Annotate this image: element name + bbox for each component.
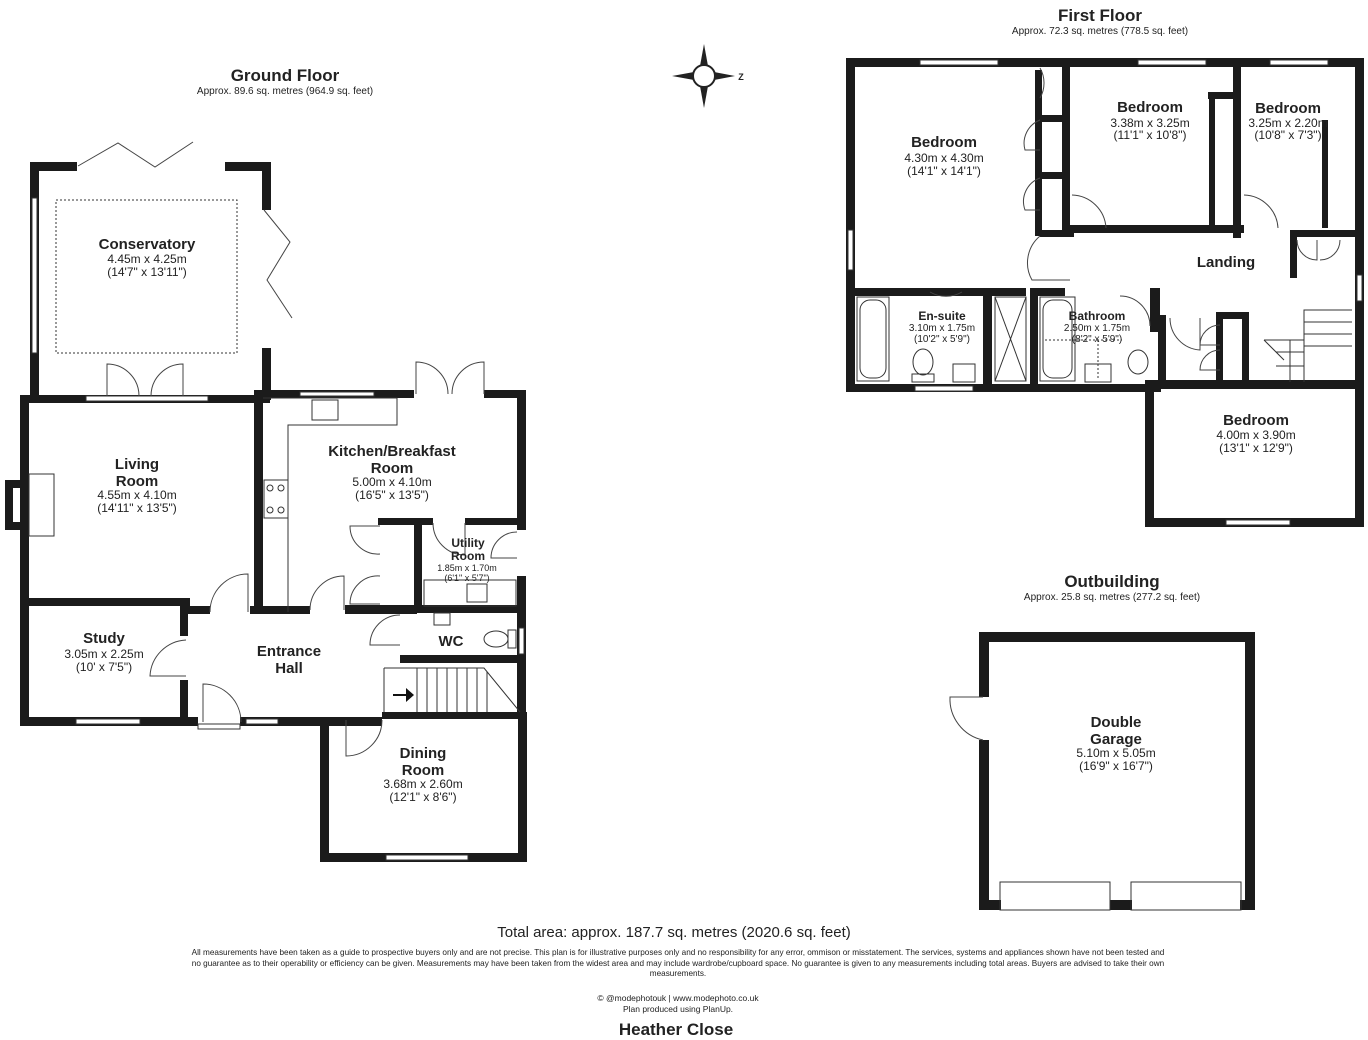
room-name: Double Garage bbox=[1090, 714, 1142, 748]
room-size-metric: 4.30m x 4.30m bbox=[904, 151, 984, 165]
room-size-metric: 5.00m x 4.10m bbox=[352, 475, 432, 489]
room-size-imperial: (16'5" x 13'5") bbox=[355, 488, 429, 502]
room-name: Conservatory bbox=[98, 236, 196, 253]
room-size-imperial: (10'2" x 5'9") bbox=[914, 334, 970, 345]
room-landing: Landing bbox=[1196, 254, 1256, 271]
first-floor-details bbox=[856, 67, 1352, 383]
credit-line: © @modephotouk | www.modephoto.co.uk bbox=[597, 993, 759, 1003]
first-floor-walls bbox=[846, 58, 1364, 527]
total-area: Total area: approx. 187.7 sq. metres (20… bbox=[497, 924, 851, 941]
room-size-imperial: (6'1" x 5'7") bbox=[444, 573, 490, 583]
first-floor-title: First Floor bbox=[1057, 6, 1143, 25]
room-size-metric: 3.05m x 2.25m bbox=[64, 647, 144, 661]
outbuilding-area: Approx. 25.8 sq. metres (277.2 sq. feet) bbox=[1023, 592, 1201, 603]
room-name: Kitchen/Breakfast Room bbox=[328, 443, 456, 477]
room-size-imperial: (12'1" x 8'6") bbox=[389, 790, 457, 804]
room-size-metric: 3.38m x 3.25m bbox=[1110, 116, 1190, 130]
room-size-imperial: (8'2" x 5'9") bbox=[1071, 334, 1123, 345]
room-size-metric: 4.00m x 3.90m bbox=[1216, 428, 1296, 442]
room-size-metric: 2.50m x 1.75m bbox=[1063, 323, 1131, 334]
room-size-imperial: (16'9" x 16'7") bbox=[1079, 759, 1153, 773]
room-name: Utility Room bbox=[451, 536, 485, 563]
room-size-metric: 3.10m x 1.75m bbox=[908, 323, 976, 334]
property-name: Heather Close bbox=[618, 1020, 734, 1039]
room-size-metric: 3.25m x 2.20m bbox=[1248, 116, 1328, 130]
room-size-imperial: (14'7" x 13'11") bbox=[107, 265, 187, 279]
ground-floor-area: Approx. 89.6 sq. metres (964.9 sq. feet) bbox=[196, 86, 374, 97]
disclaimer: All measurements have been taken as a gu… bbox=[191, 948, 1165, 978]
room-size-imperial: (14'1" x 14'1") bbox=[907, 164, 981, 178]
room-name: En-suite bbox=[918, 309, 966, 323]
compass-label: Z bbox=[738, 72, 744, 82]
room-name: Dining Room bbox=[399, 745, 447, 779]
room-size-imperial: (11'1" x 10'8") bbox=[1113, 128, 1187, 142]
room-size-metric: 4.55m x 4.10m bbox=[97, 488, 177, 502]
room-name: Bedroom bbox=[911, 134, 977, 151]
room-name: Living Room bbox=[114, 456, 160, 490]
compass-rose bbox=[672, 44, 735, 108]
room-name: Bedroom bbox=[1255, 100, 1321, 117]
room-size-imperial: (14'11" x 13'5") bbox=[97, 501, 177, 515]
room-size-imperial: (13'1" x 12'9") bbox=[1219, 441, 1293, 455]
ground-floor-title: Ground Floor bbox=[230, 66, 340, 85]
room-size-metric: 3.68m x 2.60m bbox=[383, 777, 463, 791]
room-name: Bathroom bbox=[1068, 309, 1126, 323]
room-size-imperial: (10' x 7'5") bbox=[75, 660, 133, 674]
outbuilding-walls bbox=[949, 632, 1255, 911]
room-entrance-hall: Entrance Hall bbox=[256, 643, 322, 677]
outbuilding-title: Outbuilding bbox=[1064, 572, 1160, 591]
room-name: Bedroom bbox=[1117, 99, 1183, 116]
ground-floor-walls bbox=[5, 162, 527, 862]
room-size-metric: 1.85m x 1.70m bbox=[437, 563, 497, 573]
first-floor-area: Approx. 72.3 sq. metres (778.5 sq. feet) bbox=[1011, 26, 1189, 37]
room-name: Bedroom bbox=[1223, 412, 1289, 429]
room-size-metric: 4.45m x 4.25m bbox=[107, 252, 187, 266]
room-name: Study bbox=[83, 630, 125, 647]
room-size-metric: 5.10m x 5.05m bbox=[1076, 746, 1156, 760]
room-wc: WC bbox=[438, 633, 464, 650]
plan-produced-line: Plan produced using PlanUp. bbox=[622, 1004, 734, 1014]
room-size-imperial: (10'8" x 7'3") bbox=[1254, 128, 1322, 142]
ground-floor-details bbox=[55, 141, 521, 757]
